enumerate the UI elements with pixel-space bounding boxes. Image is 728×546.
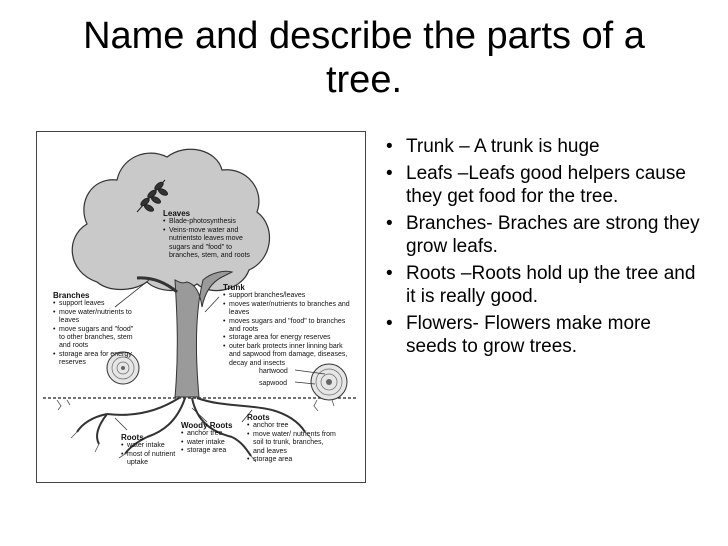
branches-heading: Branches	[53, 291, 90, 300]
leaves-item: Veins-move water and nutrientsto leaves …	[163, 227, 263, 261]
branches-item: support leaves	[53, 300, 135, 309]
bullet-trunk: Trunk – A trunk is huge	[384, 135, 704, 158]
leaves-heading: Leaves	[163, 209, 191, 218]
roots-left-heading: Roots	[121, 433, 144, 442]
trunk-cross-section-right	[310, 363, 348, 401]
trunk-item: outer bark protects inner linning bark a…	[223, 343, 355, 368]
tree-trunk	[174, 270, 234, 398]
branches-item: storage area for energy reserves	[53, 351, 135, 368]
woody-roots-item: storage area	[181, 447, 251, 456]
bullet-branches: Branches- Braches are strong they grow l…	[384, 212, 704, 258]
roots-left-label: Roots water intake most of nutrient upta…	[121, 433, 191, 468]
roots-right-label: Roots anchor tree move water/ nutrients …	[247, 413, 337, 465]
bullet-leafs: Leafs –Leafs good helpers cause they get…	[384, 162, 704, 208]
sapwood-label: sapwood	[259, 380, 288, 387]
trunk-item: support branches/leaves	[223, 292, 355, 301]
woody-roots-heading: Woody Roots	[181, 421, 233, 430]
bullet-flowers: Flowers- Flowers make more seeds to grow…	[384, 312, 704, 358]
hartwood-label: hartwood	[259, 368, 288, 375]
bullet-roots: Roots –Roots hold up the tree and it is …	[384, 262, 704, 308]
branches-item: move water/nutrients to leaves	[53, 309, 135, 326]
trunk-heading: Trunk	[223, 283, 245, 292]
roots-right-item: storage area	[247, 456, 337, 465]
trunk-item: storage area for energy reserves	[223, 334, 355, 343]
trunk-label: Trunk support branches/leaves moves wate…	[223, 283, 355, 368]
leaves-item: Blade-photosynthesis	[163, 218, 263, 227]
trunk-item: moves water/nutrients to branches and le…	[223, 301, 355, 318]
roots-left-item: water intake	[121, 442, 191, 451]
woody-roots-label: Woody Roots anchor tree water intake sto…	[181, 421, 251, 456]
slide-title: Name and describe the parts of a tree.	[83, 15, 645, 101]
woody-roots-item: water intake	[181, 439, 251, 448]
leaf-sprig-icon	[136, 179, 169, 213]
branches-label: Branches support leaves move water/nutri…	[53, 291, 135, 368]
roots-left-item: most of nutrient uptake	[121, 451, 191, 468]
roots-right-item: move water/ nutrients from soil to trunk…	[247, 431, 337, 456]
roots-right-item: anchor tree	[247, 422, 337, 431]
leaves-label: Leaves Blade-photosynthesis Veins-move w…	[163, 209, 263, 261]
woody-roots-item: anchor tree	[181, 430, 251, 439]
roots-right-heading: Roots	[247, 413, 270, 422]
tree-diagram: Leaves Blade-photosynthesis Veins-move w…	[36, 131, 366, 483]
branches-item: move sugars and "food" to other branches…	[53, 326, 135, 351]
trunk-item: moves sugars and "food" to branches and …	[223, 318, 355, 335]
bullet-list: Trunk – A trunk is huge Leafs –Leafs goo…	[384, 135, 704, 362]
